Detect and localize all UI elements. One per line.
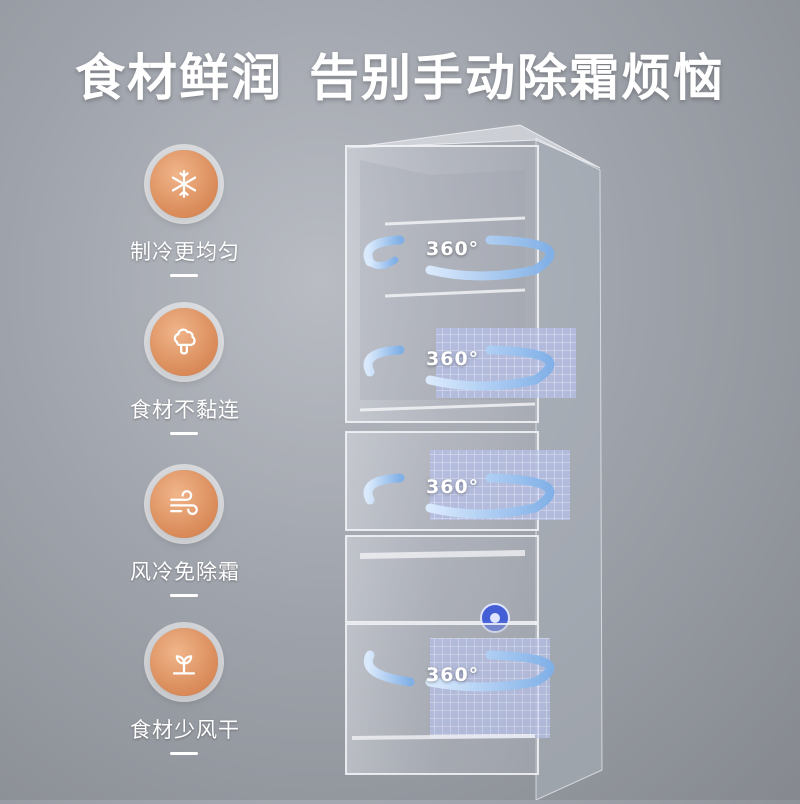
feature-underline <box>170 752 198 755</box>
fridge-graphic <box>345 124 603 801</box>
headline-part-1: 食材鲜润 <box>75 49 283 107</box>
sprout-icon <box>172 655 196 675</box>
headline: 食材鲜润告别手动除霜烦恼 <box>0 38 800 110</box>
feature-badge <box>150 628 218 696</box>
snowflake-icon <box>171 170 197 198</box>
broccoli-icon <box>173 328 196 355</box>
airflow-arrow-1 <box>363 235 555 281</box>
airflow-arrow-2 <box>363 345 555 391</box>
airflow-arrow-3 <box>363 473 555 519</box>
fridge-top <box>347 124 601 169</box>
wind-icon <box>170 490 198 516</box>
airflow-label: 360° <box>426 238 480 260</box>
compartment-freezer-1 <box>345 535 539 623</box>
feature-badge <box>150 150 218 218</box>
airflow-label: 360° <box>426 348 480 370</box>
airflow-label: 360° <box>426 664 480 686</box>
feature-label: 制冷更均匀 <box>130 240 240 264</box>
feature-label: 风冷免除霜 <box>130 560 240 584</box>
fridge-illustration: 360° 360° 360° 360° <box>330 110 630 801</box>
feature-badge <box>150 308 218 376</box>
feature-underline <box>170 432 198 435</box>
airflow-arrow-4 <box>364 650 555 692</box>
feature-underline <box>170 594 198 597</box>
feature-badge <box>150 470 218 538</box>
feature-underline <box>170 274 198 277</box>
feature-label: 食材少风干 <box>130 718 240 742</box>
airflow-label: 360° <box>426 476 480 498</box>
headline-part-2: 告别手动除霜烦恼 <box>309 49 725 107</box>
feature-label: 食材不黏连 <box>130 398 240 422</box>
